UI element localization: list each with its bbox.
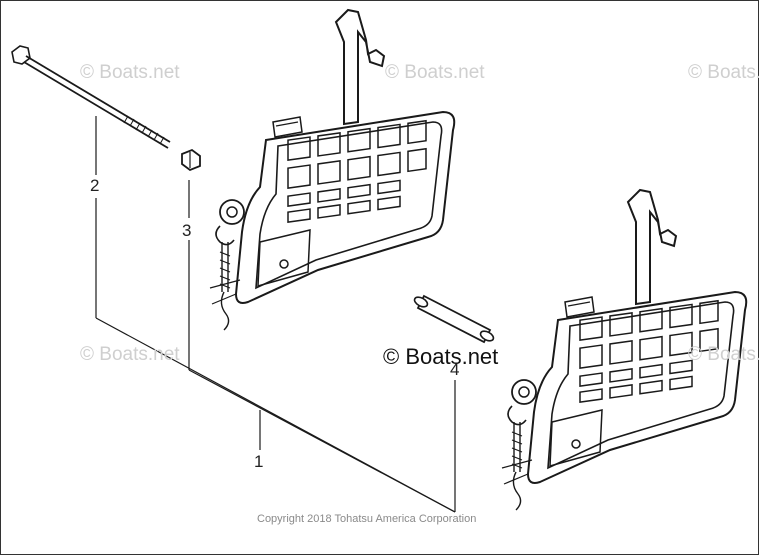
watermark-top-center: © Boats.net (385, 62, 485, 83)
nut-part (181, 148, 201, 172)
callout-3: 3 (182, 221, 192, 240)
callout-4: 4 (450, 360, 460, 379)
watermark-main: © Boats.net (383, 344, 499, 369)
bolt-part (11, 45, 171, 149)
sleeve-part (413, 294, 495, 344)
leader-lines (95, 116, 456, 513)
remote-control-box-upper (209, 9, 456, 331)
callout-1: 1 (254, 452, 264, 471)
watermark-mid-left: © Boats.net (80, 344, 180, 365)
watermark-top-left: © Boats.net (80, 62, 180, 83)
callout-2: 2 (90, 176, 100, 195)
copyright-text: Copyright 2018 Tohatsu America Corporati… (257, 513, 477, 525)
watermark-top-right: © Boats.net (688, 62, 759, 83)
watermark-mid-right: © Boats.net (688, 344, 759, 365)
